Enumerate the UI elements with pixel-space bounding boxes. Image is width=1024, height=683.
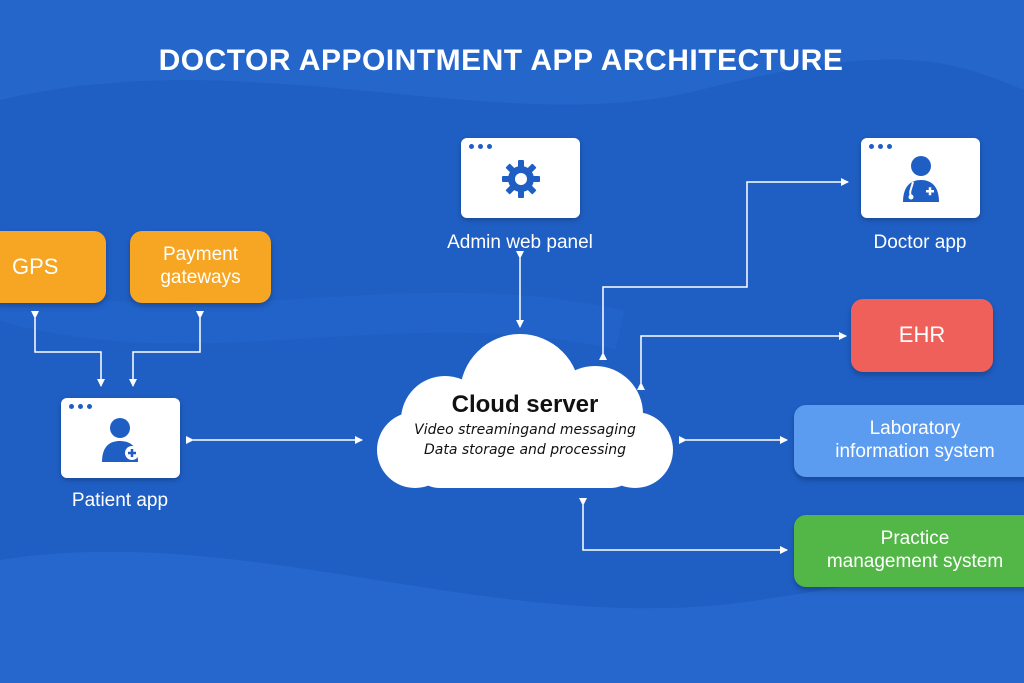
admin-panel-label: Admin web panel <box>447 232 593 253</box>
connector-cloud-practice <box>579 498 788 554</box>
page-title: DOCTOR APPOINTMENT APP ARCHITECTURE <box>158 44 844 77</box>
ehr-label: EHR <box>898 322 946 348</box>
practice-line1: Practice <box>880 528 950 550</box>
lab-line1: Laboratory <box>869 418 961 440</box>
cloud-shape <box>377 334 673 488</box>
window-dots <box>69 404 92 409</box>
window-dots <box>869 144 892 149</box>
lab-line2: information system <box>835 441 995 462</box>
window-dots <box>469 144 492 149</box>
gps-box: GPS <box>0 231 106 303</box>
payment-line2: gateways <box>160 267 241 288</box>
doctor-icon <box>903 156 939 202</box>
connector-payment-patient <box>129 311 204 387</box>
connector-cloud-ehr <box>637 332 847 390</box>
admin-panel-window <box>461 138 580 218</box>
ehr-box: EHR <box>851 299 993 372</box>
cloud-line2: Data storage and processing <box>423 442 627 458</box>
doctor-app-label: Doctor app <box>873 232 967 253</box>
gear-icon <box>502 160 540 198</box>
doctor-app-window <box>861 138 980 218</box>
connector-cloud-doctor <box>599 178 849 360</box>
gps-label: GPS <box>12 253 59 279</box>
practice-line2: management system <box>826 551 1004 572</box>
patient-app-window <box>61 398 180 478</box>
payment-box: Payment gateways <box>130 231 271 303</box>
patient-app-label: Patient app <box>71 490 169 511</box>
lab-box: Laboratory information system <box>794 405 1024 477</box>
cloud-title: Cloud server <box>451 391 599 418</box>
patient-icon <box>102 418 139 462</box>
practice-box: Practice management system <box>794 515 1024 587</box>
cloud-line1: Video streamingand messaging <box>414 422 636 438</box>
connector-gps-patient <box>31 311 105 387</box>
payment-line1: Payment <box>163 244 238 266</box>
